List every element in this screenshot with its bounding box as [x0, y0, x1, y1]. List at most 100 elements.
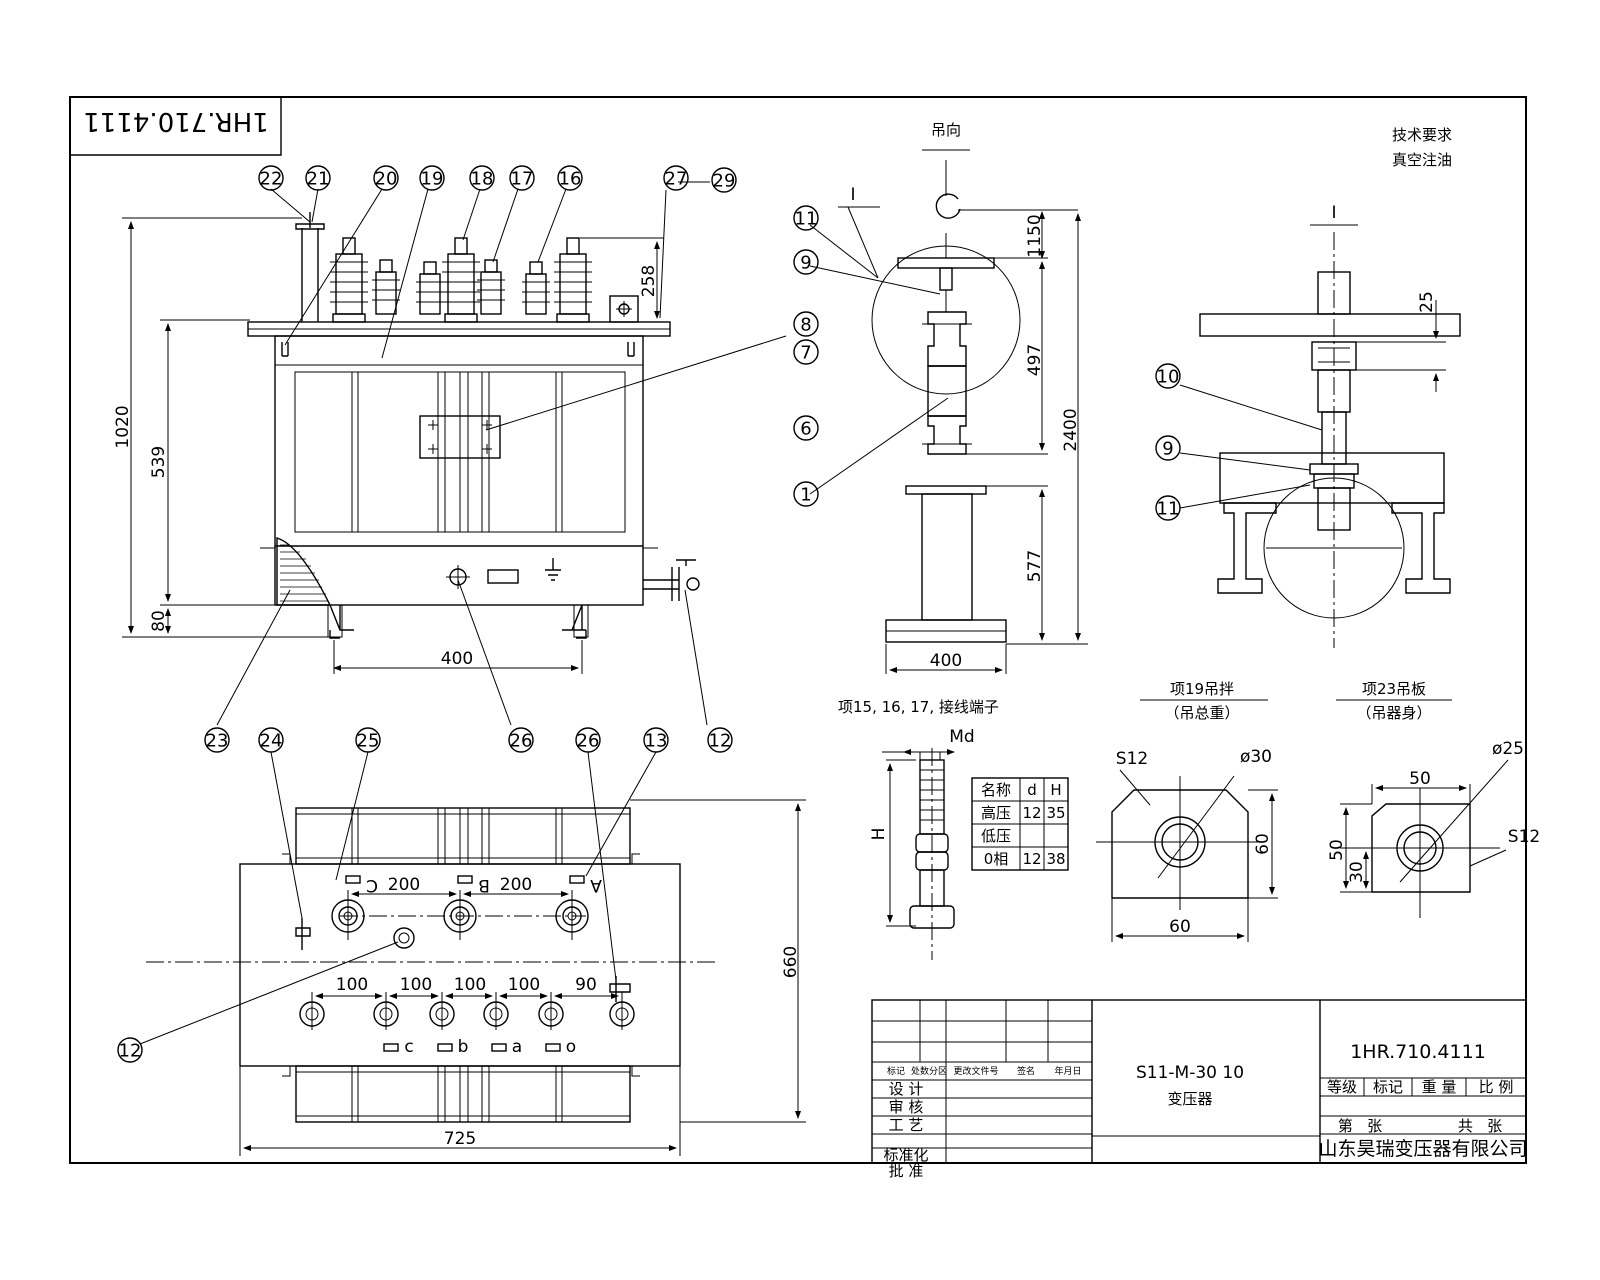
- tech-requirements-title: 技术要求: [1392, 126, 1452, 144]
- svg-text:18: 18: [471, 169, 494, 190]
- callout-1: 1: [793, 481, 819, 507]
- tb-company: 山东昊瑞变压器有限公司: [1318, 1138, 1527, 1160]
- terminal-h-label: H: [869, 828, 889, 841]
- svg-text:25: 25: [357, 731, 380, 752]
- svg-text:11: 11: [795, 209, 818, 230]
- callouts: 22 21 20 19 18 17 16 27 29 8 7 11 9 6 1 …: [117, 165, 1181, 1063]
- terminal-row1-name: 高压: [981, 804, 1011, 822]
- lv-terminals: [299, 976, 635, 1030]
- svg-text:1: 1: [800, 485, 811, 506]
- detail-mark-left: I: [850, 185, 855, 205]
- item23-width: 50: [1409, 769, 1431, 789]
- callout-6: 6: [793, 415, 819, 441]
- lift-dim-middle: 497: [1025, 344, 1045, 376]
- terminal-header-h: H: [1050, 781, 1061, 799]
- lift-dim-base-width: 400: [930, 651, 962, 671]
- tb-sheet: 第 张: [1338, 1117, 1382, 1135]
- tb-header-1: 处数: [911, 1065, 929, 1077]
- callout-17: 18: [469, 165, 495, 191]
- lv-bushings: [372, 259, 550, 315]
- drawing-frame: [69, 96, 1527, 1164]
- terminal-caption: 项15, 16, 17, 接线端子: [838, 698, 999, 716]
- tb-name: 变压器: [1167, 1090, 1212, 1108]
- callout-11-right: 11: [1155, 495, 1181, 521]
- tb-total: 共 张: [1458, 1117, 1502, 1135]
- front-dim-foot-spacing: 400: [441, 649, 473, 669]
- svg-text:24: 24: [260, 731, 283, 752]
- top-dim-depth: 660: [781, 946, 801, 978]
- svg-text:19: 19: [421, 169, 444, 190]
- tb-mark-label: 标记: [1373, 1078, 1403, 1096]
- lv-label-a: a: [512, 1037, 522, 1057]
- stamp-box: 1HR.710.4111: [70, 97, 282, 156]
- svg-text:26: 26: [577, 731, 600, 752]
- callout-29: 29: [711, 167, 737, 193]
- svg-text:10: 10: [1157, 367, 1180, 388]
- terminal-header-d: d: [1027, 781, 1037, 799]
- svg-text:29: 29: [713, 171, 736, 192]
- terminal-detail: 项15, 16, 17, 接线端子 Md H 名称 d H 高压 12 35 低…: [838, 698, 1069, 960]
- callout-10: 10: [1155, 363, 1181, 389]
- tb-role-standard: 标准化: [883, 1146, 928, 1164]
- terminal-header-name: 名称: [981, 781, 1011, 799]
- hv-bushing-c: [554, 237, 592, 323]
- tb-header-3: 更改文件号: [953, 1065, 998, 1077]
- detail-i-view: I 25: [1199, 203, 1461, 648]
- callout-9-left: 9: [793, 249, 819, 275]
- lv-spacing-3: 100: [454, 975, 486, 995]
- svg-text:26: 26: [510, 731, 533, 752]
- lift-dim-lower: 577: [1025, 550, 1045, 582]
- svg-text:22: 22: [260, 169, 283, 190]
- svg-text:27: 27: [665, 169, 688, 190]
- item23-radius: S12: [1508, 827, 1540, 847]
- top-view: C B A 200 200 100 100 100 100 90: [146, 799, 806, 1156]
- terminal-row3-d: 12: [1022, 850, 1041, 868]
- hv-label-a: A: [590, 875, 602, 895]
- terminal-row3-name: 0相: [984, 850, 1009, 868]
- tb-header-0: 标记: [887, 1065, 905, 1077]
- lv-label-b: b: [458, 1037, 469, 1057]
- svg-text:9: 9: [1162, 439, 1173, 460]
- tech-requirements-line1: 真空注油: [1392, 151, 1452, 169]
- lift-dim-total: 2400: [1061, 408, 1081, 451]
- front-leaders: [216, 181, 787, 726]
- item23-offset: 30: [1347, 861, 1367, 883]
- callout-14: 13: [643, 727, 669, 753]
- item23-title: 项23吊板: [1362, 680, 1426, 698]
- lift-dim-top: 1150: [1025, 214, 1045, 257]
- svg-text:12: 12: [119, 1041, 142, 1062]
- lift-leaders: [809, 224, 949, 495]
- item19-width: 60: [1169, 917, 1191, 937]
- item19-height: 60: [1253, 833, 1273, 855]
- item19-radius: S12: [1116, 749, 1148, 769]
- terminal-md-label: Md: [949, 727, 974, 747]
- hv-label-b: B: [478, 875, 490, 895]
- svg-text:13: 13: [645, 731, 668, 752]
- tb-role-approve: 批 准: [889, 1162, 924, 1180]
- front-dim-total-height: 1020: [113, 405, 133, 448]
- hv-label-c: C: [366, 875, 378, 895]
- callout-13: 12: [707, 727, 733, 753]
- title-block: 标记 处数 分区 更改文件号 签名 年月日 设 计 审 核 工 艺 标准化 批 …: [871, 999, 1528, 1180]
- svg-text:17: 17: [511, 169, 534, 190]
- callout-8: 8: [793, 311, 819, 337]
- callout-25: 26: [508, 727, 534, 753]
- hv-spacing-1: 200: [388, 875, 420, 895]
- tb-header-2: 分区: [929, 1066, 947, 1077]
- svg-text:16: 16: [559, 169, 582, 190]
- item23-diameter: ø25: [1492, 739, 1524, 759]
- tb-role-process: 工 艺: [889, 1116, 924, 1134]
- hv-spacing-2: 200: [500, 875, 532, 895]
- tb-model: S11-M-30 10: [1136, 1063, 1244, 1083]
- svg-text:20: 20: [375, 169, 398, 190]
- front-dim-foot-height: 80: [149, 610, 169, 632]
- callout-26: 26: [575, 727, 601, 753]
- callout-9-right: 9: [1155, 435, 1181, 461]
- tb-role-design: 设 计: [889, 1080, 924, 1098]
- top-leaders: [139, 751, 657, 1045]
- stamp-drawing-number: 1HR.710.4111: [83, 106, 269, 136]
- tb-header-4: 签名: [1017, 1065, 1035, 1077]
- terminal-row1-d: 12: [1022, 804, 1041, 822]
- callout-22: 23: [204, 727, 230, 753]
- callout-27: 27: [663, 165, 689, 191]
